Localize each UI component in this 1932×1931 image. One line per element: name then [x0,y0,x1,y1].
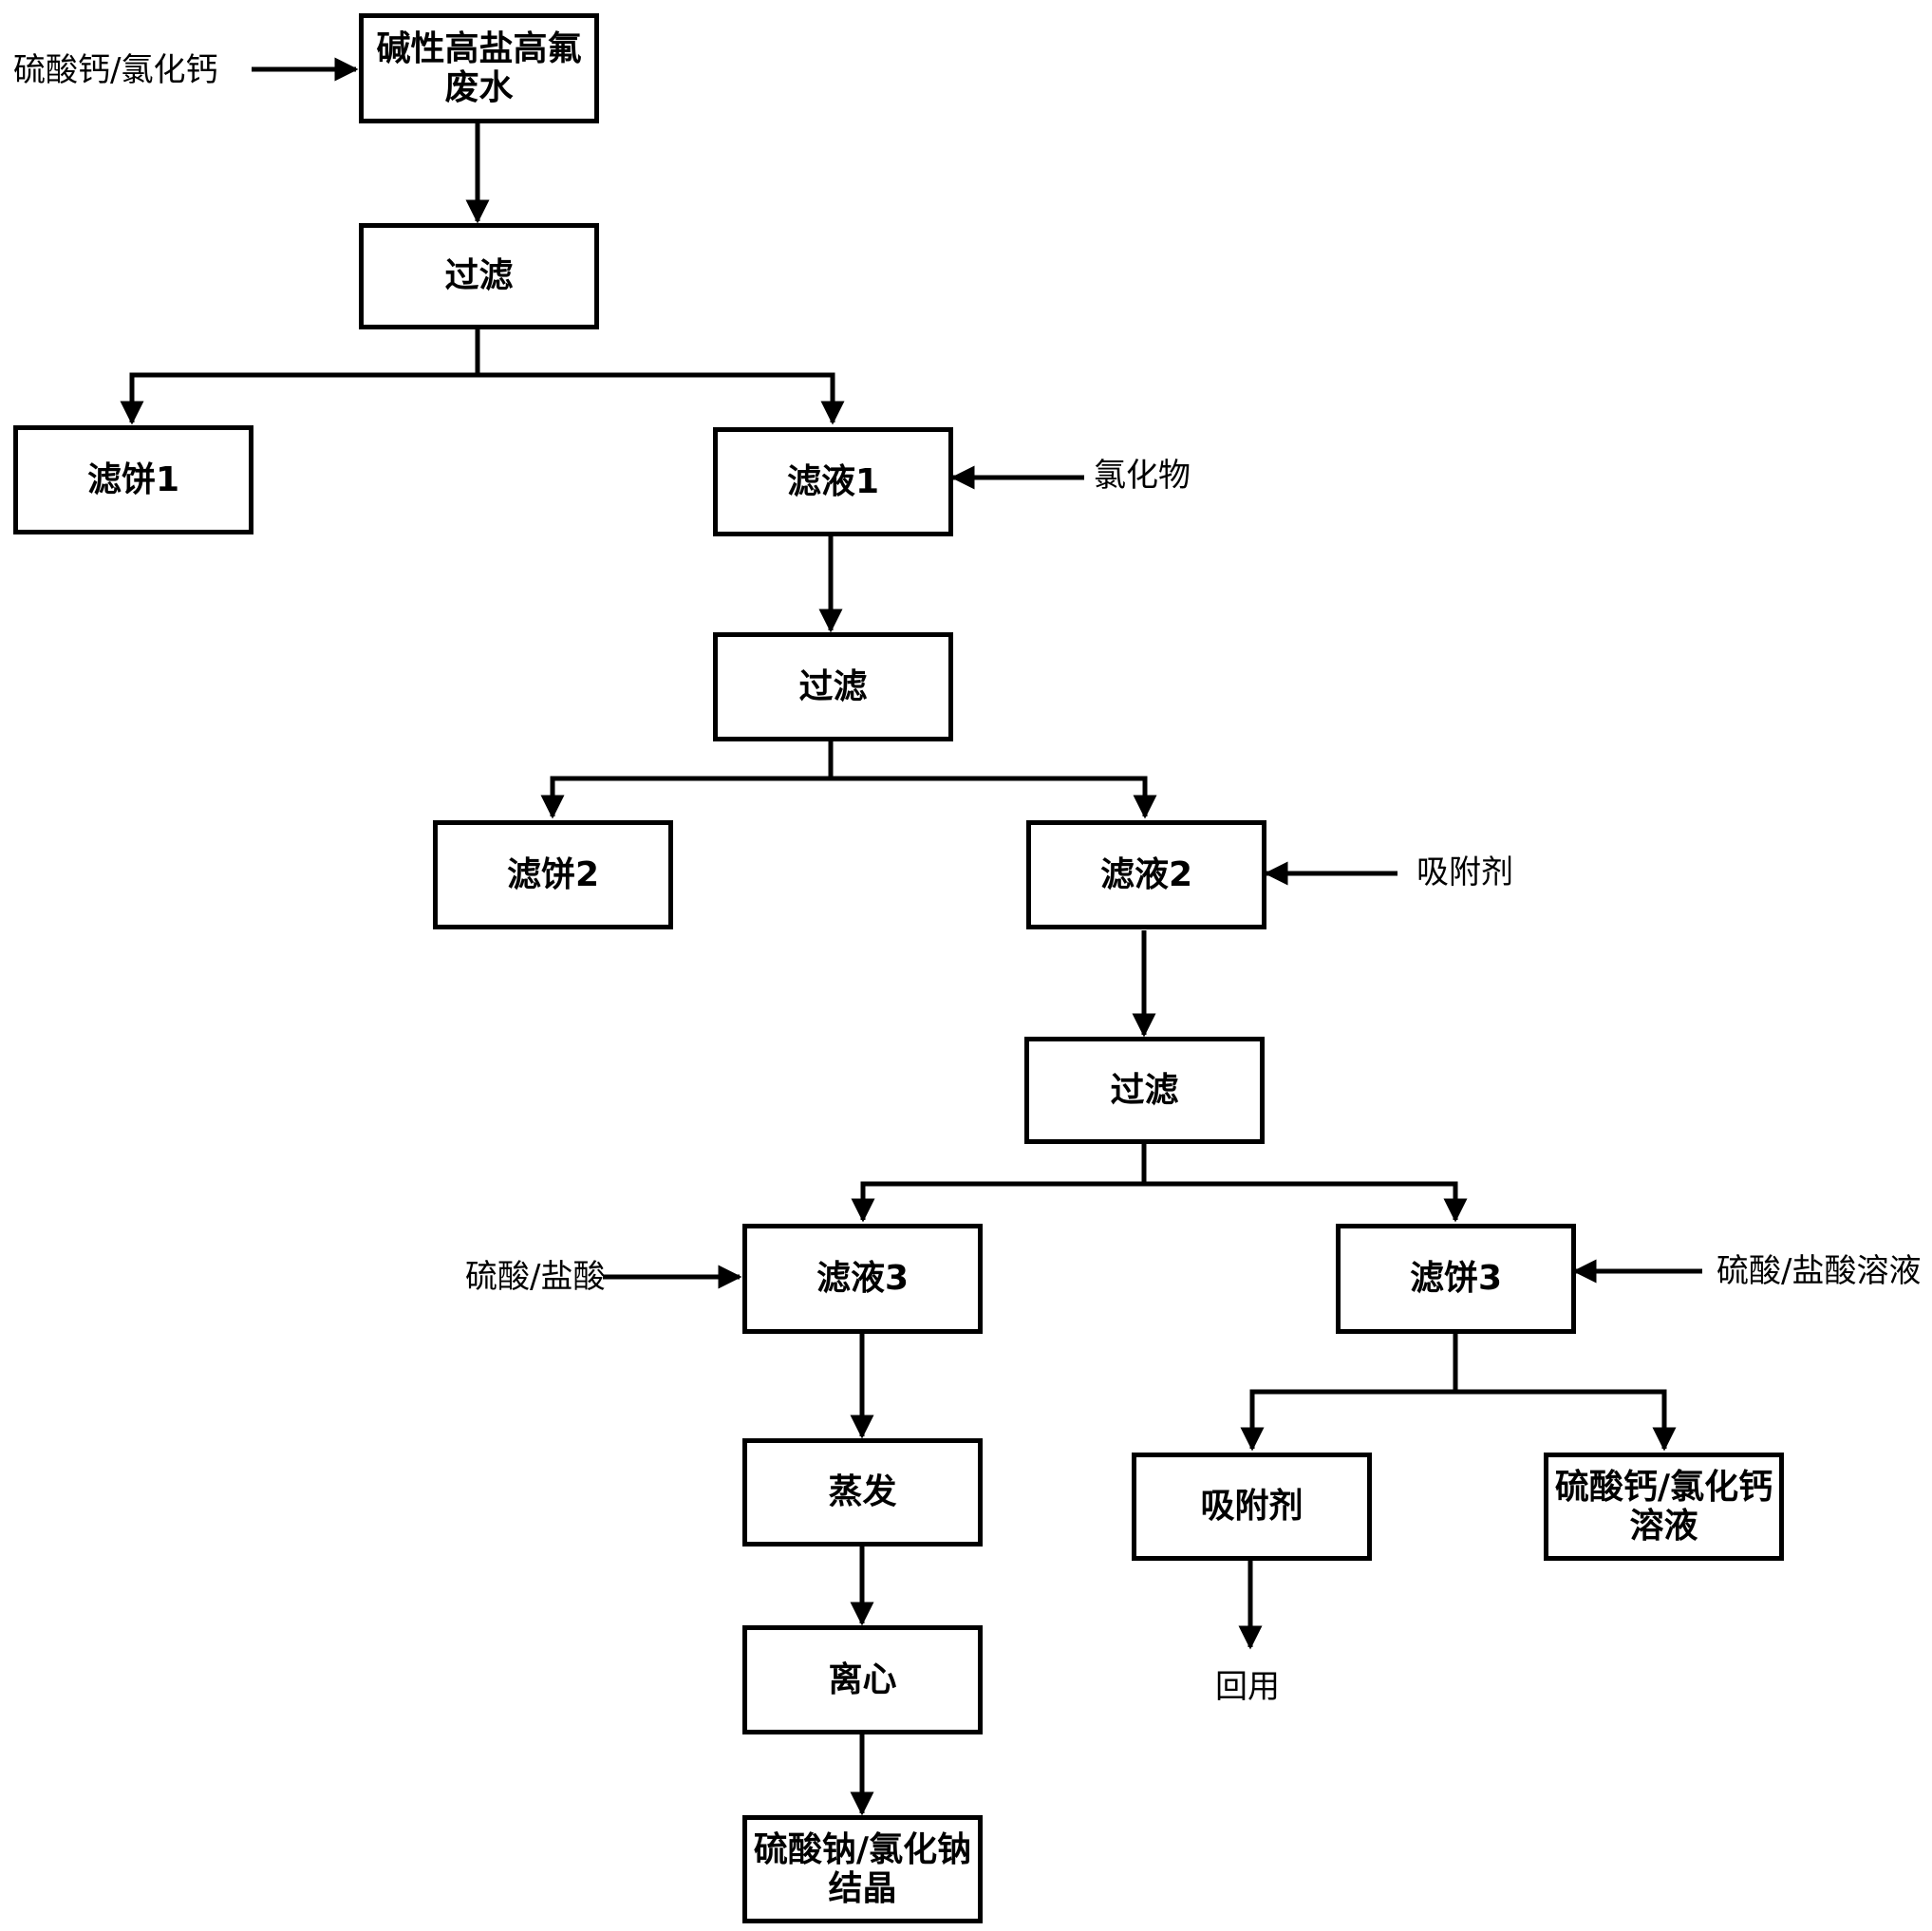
node-evaporation-label: 蒸发 [828,1472,897,1512]
node-calcium-solution-label: 硫酸钙/氯化钙溶液 [1554,1467,1773,1546]
label-input-acid-solution: 硫酸/盐酸溶液 [1716,1252,1922,1290]
node-filtrate-2-label: 滤液2 [1099,854,1193,894]
node-cake-3: 滤饼3 [1336,1224,1576,1334]
node-cake-1-label: 滤饼1 [86,459,180,499]
node-filter-1: 过滤 [359,223,599,329]
node-filter-2: 过滤 [713,632,953,741]
node-filtrate-1: 滤液1 [713,427,953,536]
node-adsorbent-out-label: 吸附剂 [1200,1487,1304,1527]
node-filter-1-label: 过滤 [444,256,514,296]
node-calcium-solution: 硫酸钙/氯化钙溶液 [1544,1453,1784,1561]
label-input-chloride: 氯化物 [1094,457,1191,495]
node-crystals-label: 硫酸钠/氯化钠结晶 [753,1829,972,1908]
node-filtrate-3-label: 滤液3 [816,1259,910,1299]
label-input-adsorbent: 吸附剂 [1416,853,1513,891]
node-filter-3-label: 过滤 [1110,1070,1179,1110]
split-filter-2 [550,739,1145,816]
node-centrifuge: 离心 [742,1625,983,1734]
node-filtrate-3: 滤液3 [742,1224,983,1334]
node-cake-2-label: 滤饼2 [506,854,600,894]
node-wastewater-label: 碱性高盐高氟废水 [376,28,582,107]
label-input-calcium: 硫酸钙/氯化钙 [13,51,218,89]
node-cake-1: 滤饼1 [13,425,253,534]
node-cake-2: 滤饼2 [433,820,673,929]
label-input-acid: 硫酸/盐酸 [465,1258,606,1296]
node-filtrate-2: 滤液2 [1026,820,1266,929]
node-centrifuge-label: 离心 [828,1659,897,1699]
split-filter-1 [129,328,833,422]
node-cake-3-label: 滤饼3 [1409,1259,1503,1299]
node-filter-2-label: 过滤 [798,666,868,706]
node-crystals: 硫酸钠/氯化钠结晶 [742,1815,983,1923]
node-adsorbent-out: 吸附剂 [1132,1453,1372,1561]
node-filtrate-1-label: 滤液1 [786,461,880,501]
node-evaporation: 蒸发 [742,1438,983,1547]
label-reuse: 回用 [1215,1668,1280,1706]
split-filter-3 [860,1143,1455,1220]
node-wastewater: 碱性高盐高氟废水 [359,13,599,123]
node-filter-3: 过滤 [1024,1037,1265,1144]
split-cake-3 [1249,1333,1664,1449]
